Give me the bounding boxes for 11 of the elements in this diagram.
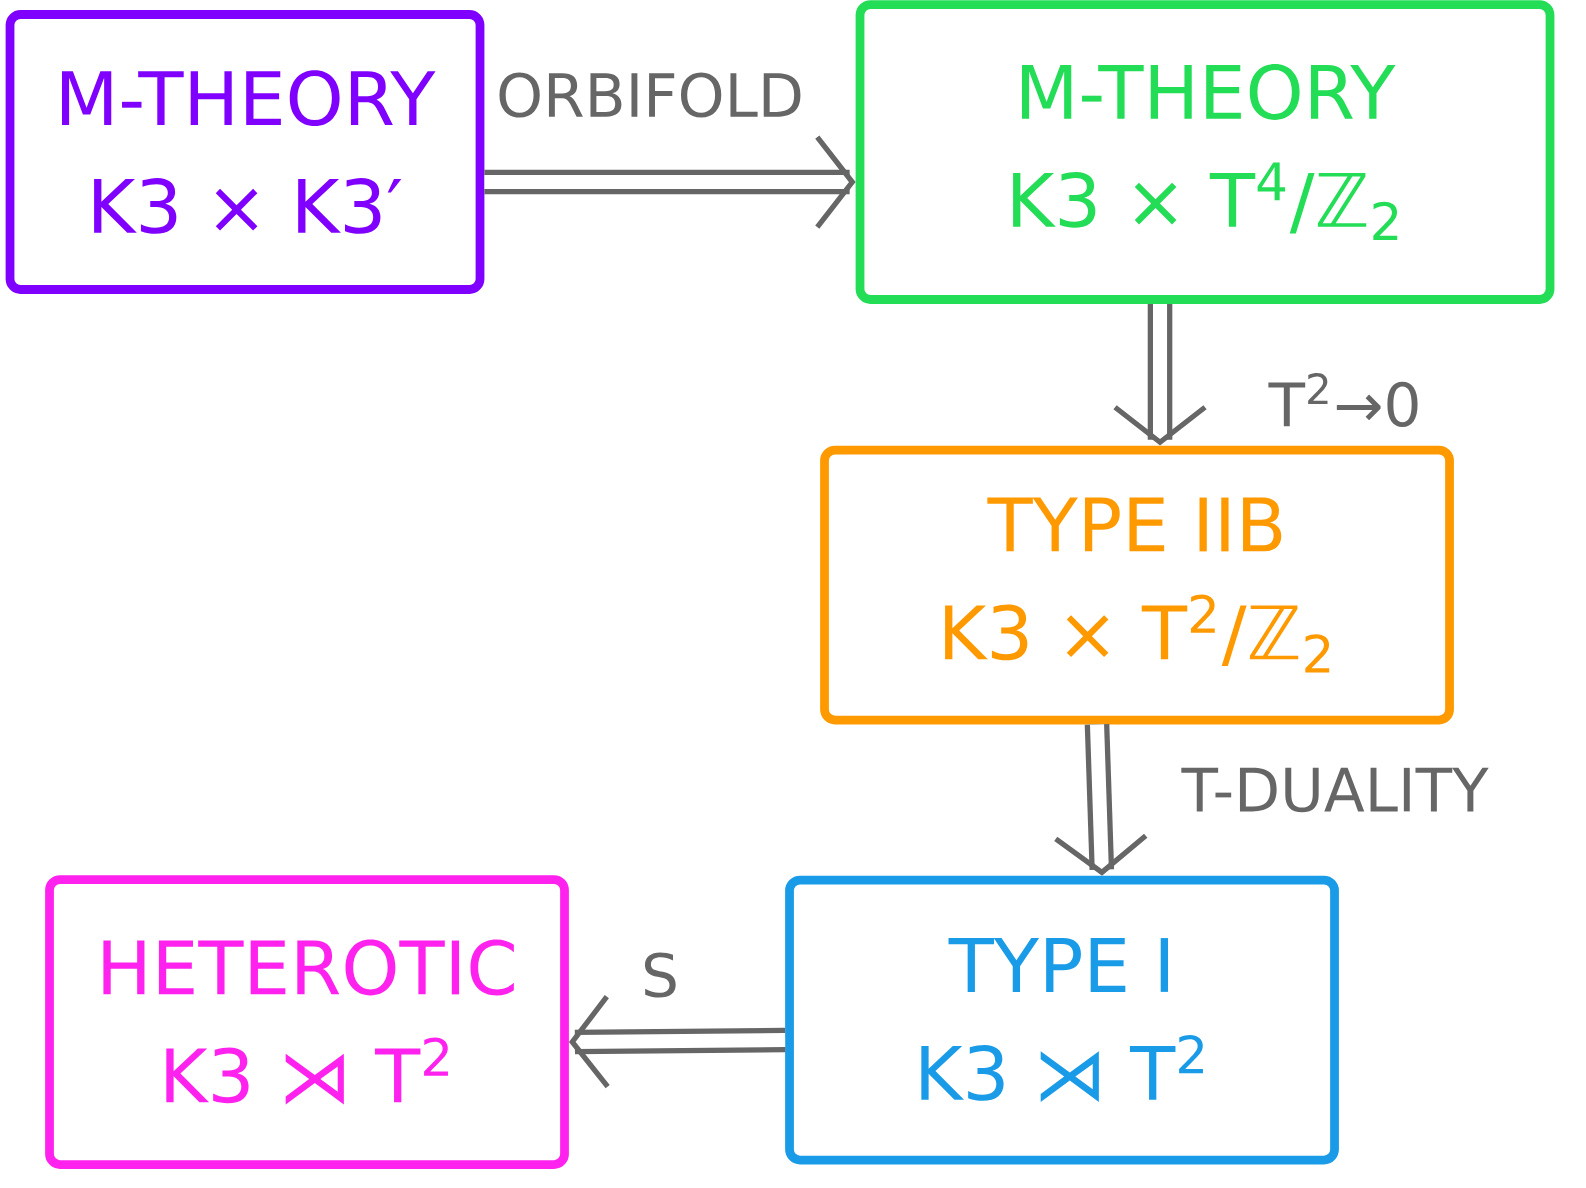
edge-label: T$^{2}$→0	[1268, 373, 1418, 427]
text-box: TYPE I K3 ⋊ T$^{2}$	[785, 875, 1339, 1165]
edge-label: ORBIFOLD	[499, 72, 801, 118]
text-box: M-THEORY K3 × T$^{4}$/ℤ$_{2}$	[855, 0, 1555, 304]
double-arrow	[484, 135, 856, 229]
text-box: M-THEORY K3 × K3′	[5, 10, 485, 294]
text-box: HETEROTIC K3 ⋊ T$^{2}$	[45, 875, 569, 1169]
double-arrow	[568, 995, 786, 1089]
edge-label: S	[644, 952, 676, 998]
text-box: TYPE IIB K3 × T$^{2}$/ℤ$_{2}$	[820, 445, 1454, 725]
edge-label: T-DUALITY	[1181, 767, 1489, 813]
